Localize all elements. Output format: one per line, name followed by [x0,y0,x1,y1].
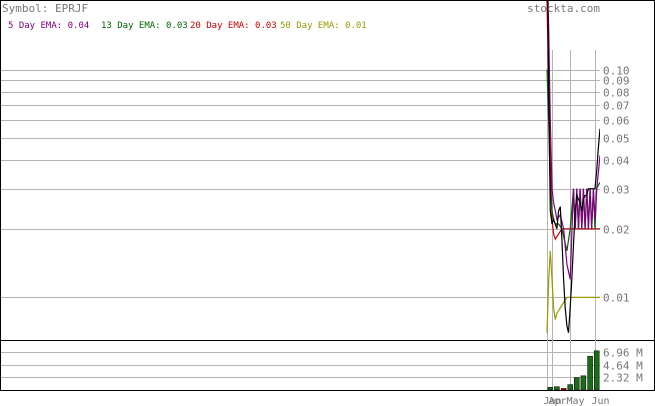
legend-ema50: 50 Day EMA: 0.01 [280,21,367,31]
volume-tick-labels: 6.96 M4.64 M2.32 M [603,347,643,385]
series-line-price [547,1,600,333]
price-tick-label: 0.02 [603,224,630,237]
price-tick-label: 0.01 [603,292,630,305]
volume-tick-label: 2.32 M [603,372,643,385]
volume-bar [587,355,593,391]
volume-bar [554,386,560,391]
series-layer [546,1,600,333]
series-line-ema50 [546,250,600,333]
site-label: stockta.com [527,2,600,15]
volume-bar [574,377,580,391]
volume-bar [567,384,573,391]
x-tick-label: Apr [549,396,567,406]
legend-ema5: 5 Day EMA: 0.04 [8,21,89,31]
price-tick-label: 0.04 [603,155,630,168]
x-tick-label: Jun [592,396,610,406]
volume-tick-label: 6.96 M [603,347,643,360]
volume-layer [547,350,600,391]
price-tick-label: 0.09 [603,75,630,88]
x-tick-label: Jan [544,396,562,406]
grid-layer [1,70,600,378]
x-tick-label: May [567,396,585,406]
price-panel-frame [0,0,655,341]
price-tick-label: 0.03 [603,184,630,197]
symbol-label: Symbol: EPRJF [2,2,88,15]
legend-ema20: 20 Day EMA: 0.03 [190,21,277,31]
price-tick-label: 0.06 [603,115,630,128]
price-tick-label: 0.05 [603,133,630,146]
volume-bar [547,387,554,391]
volume-tick-label: 4.64 M [603,360,643,373]
volume-bar [580,375,587,391]
price-tick-label: 0.10 [603,65,630,78]
series-line-ema5 [547,1,600,280]
legend: 5 Day EMA: 0.04 13 Day EMA: 0.03 20 Day … [8,21,367,31]
y-tick-labels: 0.100.090.080.07 0.06 0.05 0.04 0.03 0.02 0.01 [603,65,630,305]
volume-bar [560,388,567,391]
price-tick-label: 0.07 [603,100,630,113]
legend-ema13: 13 Day EMA: 0.03 [101,21,188,31]
price-tick-label: 0.08 [603,87,630,100]
volume-bar [593,350,600,391]
